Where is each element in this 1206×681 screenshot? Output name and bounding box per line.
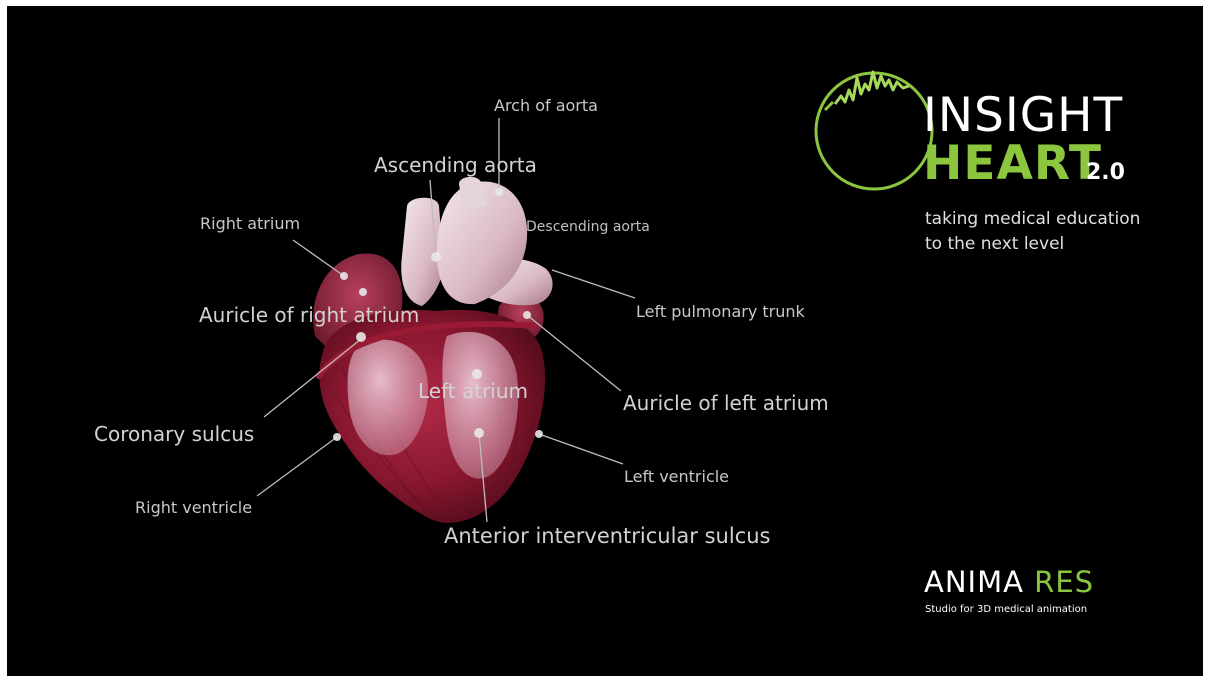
label-arch-of-aorta: Arch of aorta [494,98,598,114]
tagline-line-2: to the next level [925,232,1185,257]
label-auricle-of-right-atrium: Auricle of right atrium [199,305,419,325]
logo-version: 2.0 [1086,162,1125,184]
label-right-atrium: Right atrium [200,216,300,232]
label-coronary-sulcus: Coronary sulcus [94,424,254,444]
label-left-ventricle: Left ventricle [624,469,729,485]
studio-logo: ANIMA RES [924,568,1094,597]
studio-name-res: RES [1034,565,1094,599]
logo-title-heart: HEART [923,140,1102,187]
label-ascending-aorta: Ascending aorta [374,155,537,175]
label-anterior-interventricular-sulcus: Anterior interventricular sulcus [444,526,771,547]
logo-tagline: taking medical education to the next lev… [925,207,1185,257]
label-left-atrium: Left atrium [418,381,528,401]
heart-illustration [313,177,552,523]
label-right-ventricle: Right ventricle [135,500,252,516]
label-left-pulmonary-trunk: Left pulmonary trunk [636,304,805,320]
video-frame: Arch of aorta Ascending aorta Right atri… [7,6,1203,676]
ring-logo-icon [816,72,932,189]
label-auricle-of-left-atrium: Auricle of left atrium [623,393,829,413]
studio-name-anima: ANIMA [924,565,1034,599]
label-descending-aorta: Descending aorta [526,220,650,234]
logo-title-insight: INSIGHT [923,92,1123,139]
tagline-line-1: taking medical education [925,207,1185,232]
studio-subtitle: Studio for 3D medical animation [925,605,1087,615]
